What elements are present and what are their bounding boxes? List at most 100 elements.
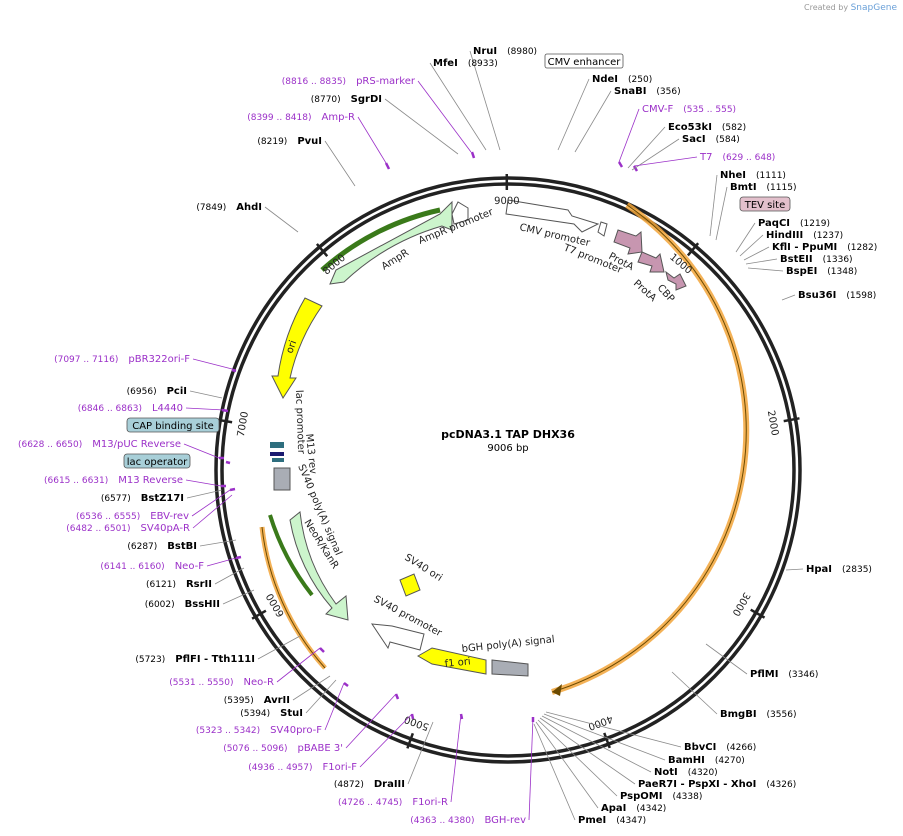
enzyme-pos-saci: (584) [716, 135, 740, 145]
leader-pvui [324, 140, 356, 187]
ampr-arrow [329, 200, 453, 285]
leader-hpai [785, 568, 804, 571]
enzyme-pos-kfli-ppumi: (1282) [847, 243, 877, 253]
leader-bamhi [543, 713, 666, 761]
enzyme-label-snabi: SnaBI [614, 86, 646, 97]
enzyme-label-pflfi-tth111i: PflFI - Tth111I [175, 654, 255, 665]
leader-ahdi [264, 206, 299, 233]
primer-pos-cmv-f: (535 .. 555) [683, 105, 736, 115]
primer-label-f1ori-f: F1ori-F [323, 762, 358, 773]
primer-label-m13-reverse: M13 Reverse [118, 475, 183, 486]
f1-ori-arrow [416, 647, 487, 675]
leader-sv40pro-f [324, 682, 345, 731]
enzyme-pos-pvui: (8219) [257, 137, 287, 147]
enzyme-pos-sgrdi: (8770) [311, 95, 341, 105]
enzyme-label-avrii: AvrII [264, 695, 290, 706]
primer-pos-bgh-rev: (4363 .. 4380) [410, 816, 474, 826]
leader-pcii [189, 390, 223, 399]
leader-pmei [533, 723, 576, 821]
enzyme-pos-bspei: (1348) [827, 267, 857, 277]
primer-pos-prs-marker: (8816 .. 8835) [282, 77, 346, 87]
primer-label-f1ori-r: F1ori-R [412, 797, 448, 808]
credit-brand: SnapGene [850, 3, 897, 13]
enzyme-label-bmti: BmtI [730, 182, 757, 193]
enzyme-label-rsrii: RsrII [186, 579, 212, 590]
leader-nhei [709, 174, 718, 237]
tick-mark-3000 [750, 608, 766, 619]
primer-pos-f1ori-r: (4726 .. 4745) [338, 798, 402, 808]
enzyme-pos-snabi: (356) [656, 87, 680, 97]
lac-promoter-label: lac promoter [293, 390, 306, 455]
enzyme-pos-pspomi: (4338) [672, 792, 702, 802]
enzyme-pos-bmti: (1115) [767, 183, 797, 193]
enzyme-label-saci: SacI [682, 134, 706, 145]
orf-arc [551, 202, 750, 695]
enzyme-pos-nhei: (1111) [756, 171, 786, 181]
enzyme-pos-avrii: (5395) [224, 696, 254, 706]
leader-ndei [557, 78, 590, 151]
ori-label: ori [284, 339, 299, 355]
neo-orf-arc-line [261, 526, 326, 669]
leader-draiii [407, 721, 434, 785]
primer-label-cmv-f: CMV-F [642, 104, 673, 115]
enzyme-label-sgrdi: SgrDI [351, 94, 382, 105]
primer-label-l4440: L4440 [152, 403, 183, 414]
enzyme-label-nhei: NheI [720, 170, 746, 181]
enzyme-label-bamhi: BamHI [668, 755, 705, 766]
leader-noti [541, 715, 652, 773]
enzyme-label-bmgbi: BmgBI [720, 709, 757, 720]
ori-arrow [271, 297, 323, 400]
ampr-promoter-arrow [451, 201, 469, 225]
orf-arrowhead [552, 684, 562, 696]
leader-bspei [747, 267, 784, 272]
enzyme-pos-apai: (4342) [636, 804, 666, 814]
enzyme-pos-hindiii: (1237) [813, 231, 843, 241]
primer-label-neo-r: Neo-R [244, 677, 275, 688]
enzyme-label-paer7i-pspxi-xhoi: PaeR7I - PspXI - XhoI [638, 779, 756, 790]
leader-lines [183, 50, 804, 821]
enzyme-label-bsshii: BssHII [185, 599, 220, 610]
leader-paer7i-pspxi-xhoi [539, 717, 636, 785]
primer-pos-amp-r: (8399 .. 8418) [247, 113, 311, 123]
enzyme-label-stui: StuI [280, 708, 303, 719]
lac-promoter-mark [270, 442, 284, 448]
enzyme-pos-noti: (4320) [688, 768, 718, 778]
neor-arrow [289, 511, 349, 621]
leader-bstbi [199, 539, 237, 547]
leader-bmgbi [671, 671, 718, 715]
primer-label-sv40pa-r: SV40pA-R [141, 523, 190, 534]
enzyme-label-pflmi: PflMI [750, 669, 778, 680]
primer-pos-sv40pro-f: (5323 .. 5342) [196, 726, 260, 736]
enzyme-pos-paqci: (1219) [800, 219, 830, 229]
enzyme-pos-stui: (5394) [240, 709, 270, 719]
primer-label-amp-r: Amp-R [322, 112, 356, 123]
enzyme-pos-paer7i-pspxi-xhoi: (4326) [766, 780, 796, 790]
enzyme-pos-pmei: (4347) [616, 816, 646, 826]
enzyme-label-noti: NotI [654, 767, 678, 778]
enzyme-label-paqci: PaqCI [758, 218, 790, 229]
plasmid-title: pcDNA3.1 TAP DHX36 [441, 428, 575, 441]
leader-pflmi [705, 643, 748, 675]
primer-pos-t7: (629 .. 648) [722, 153, 775, 163]
enzyme-pos-rsrii: (6121) [146, 580, 176, 590]
cap-site-box [126, 417, 220, 433]
leader-mfei [429, 62, 487, 151]
leader-bsteii [745, 258, 778, 265]
enzyme-pos-pflfi-tth111i: (5723) [135, 655, 165, 665]
tick-label-5000: 5000 [403, 713, 431, 732]
primer-pos-m13-puc-reverse: (6628 .. 6650) [18, 440, 82, 450]
leader-kfli-ppumi [743, 246, 770, 261]
leader-sgrdi [384, 98, 459, 155]
leader-pbabe-3 [345, 693, 397, 749]
leader-stui [305, 679, 337, 714]
leader-nrui [469, 50, 501, 151]
tev-site-label: TEV site [744, 200, 786, 211]
prota-label-2: ProtA [631, 278, 658, 304]
tick-label-7000: 7000 [236, 411, 251, 438]
leader-pspomi [537, 719, 618, 797]
leader-bmti [715, 186, 728, 241]
primer-pos-l4440: (6846 .. 6863) [78, 404, 142, 414]
leader-prs-marker [417, 80, 472, 153]
leader-sv40pa-r [192, 494, 233, 529]
